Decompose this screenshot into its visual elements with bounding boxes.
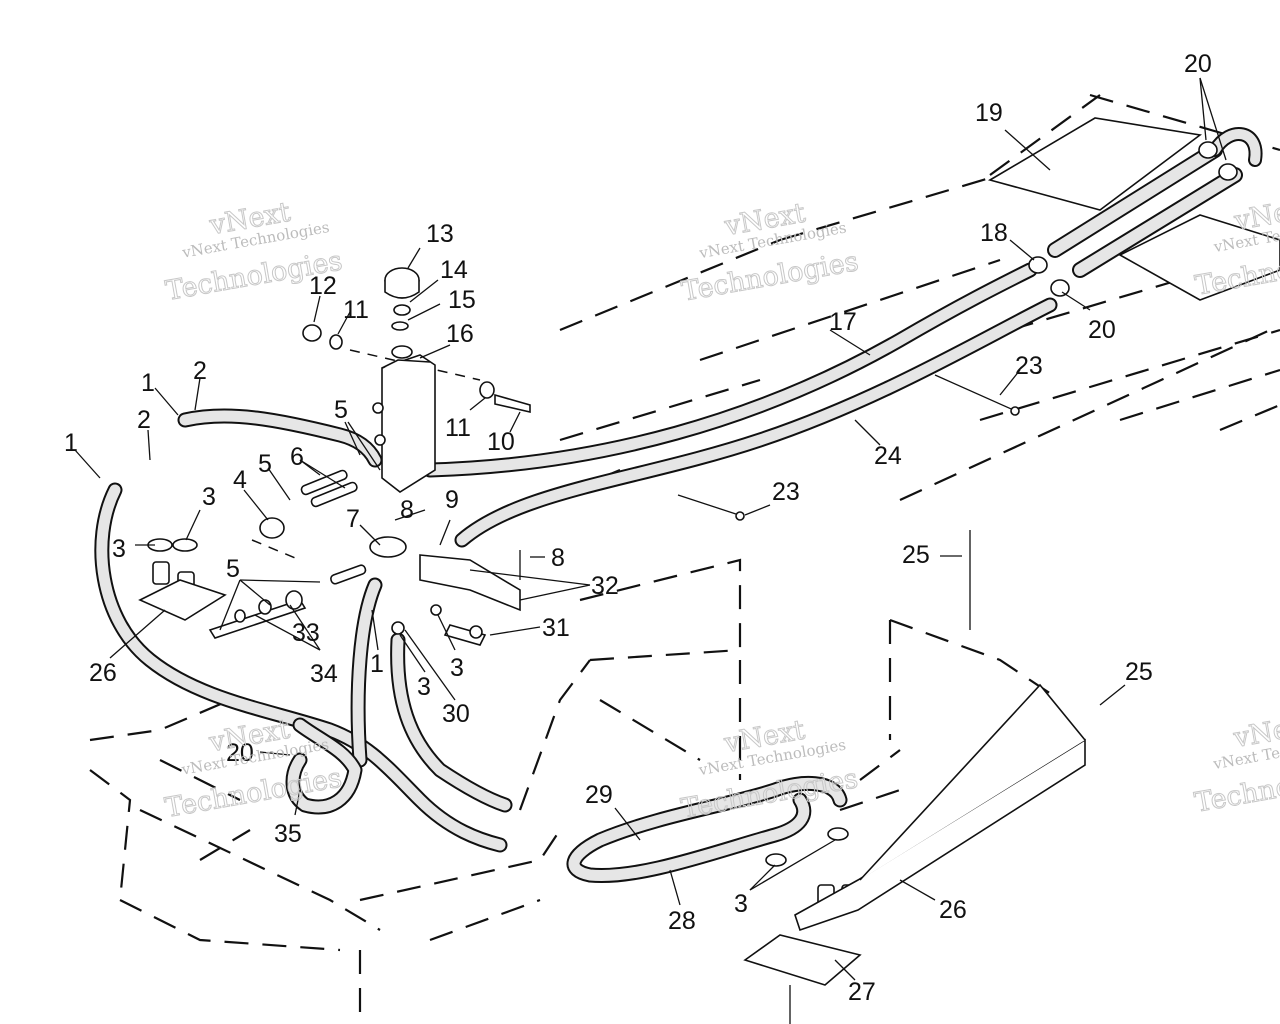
callout-23: 23 — [772, 478, 800, 506]
callout-26: 26 — [89, 659, 117, 687]
callout-11: 11 — [445, 414, 471, 442]
watermark-bottom-center: vNext vNext Technologies Technologies — [678, 714, 860, 825]
hose-set — [94, 127, 1263, 884]
callout-10: 10 — [487, 428, 515, 456]
callout-2: 2 — [137, 406, 151, 434]
callout-3: 3 — [450, 654, 464, 682]
oil-tank — [372, 267, 436, 493]
callout-6: 6 — [290, 443, 304, 471]
callout-7: 7 — [346, 505, 360, 533]
callout-5: 5 — [226, 555, 240, 583]
callout-2: 2 — [193, 357, 207, 385]
callout-16: 16 — [446, 320, 474, 348]
callout-3: 3 — [202, 483, 216, 511]
callout-3: 3 — [417, 673, 431, 701]
callout-15: 15 — [448, 286, 476, 314]
callout-20: 20 — [226, 739, 254, 767]
watermark-top-center: vNext vNext Technologies Technologies — [679, 197, 861, 308]
callout-17: 17 — [829, 308, 857, 336]
frame-outline — [89, 93, 1280, 1020]
callout-labels: 20 19 18 20 17 23 24 23 13 14 15 16 12 1… — [64, 50, 1212, 1006]
callout-28: 28 — [668, 907, 696, 935]
callout-20: 20 — [1088, 316, 1116, 344]
watermark-bottom-right: vNext vNext Technologies Technologies — [1192, 709, 1280, 819]
callout-1: 1 — [141, 369, 155, 397]
callout-5: 5 — [258, 450, 272, 478]
callout-5: 5 — [334, 396, 348, 424]
callout-3: 3 — [112, 535, 126, 563]
callout-34: 34 — [310, 660, 338, 688]
heat-exchanger-plate — [987, 117, 1280, 301]
callout-31: 31 — [542, 614, 570, 642]
callout-1: 1 — [370, 650, 384, 678]
fittings — [138, 141, 1238, 1024]
callout-4: 4 — [233, 466, 247, 494]
callout-27: 27 — [848, 978, 876, 1006]
callout-35: 35 — [274, 820, 302, 848]
callout-1: 1 — [64, 429, 78, 457]
callout-32: 32 — [591, 572, 619, 600]
callout-14: 14 — [440, 256, 468, 284]
callout-13: 13 — [426, 220, 454, 248]
callout-18: 18 — [980, 219, 1008, 247]
callout-11: 11 — [343, 296, 369, 324]
callout-8: 8 — [400, 496, 414, 524]
callout-26: 26 — [939, 896, 967, 924]
callout-19: 19 — [975, 99, 1003, 127]
callout-25: 25 — [1125, 658, 1153, 686]
callout-29: 29 — [585, 781, 613, 809]
callout-25: 25 — [902, 541, 930, 569]
callout-23: 23 — [1015, 352, 1043, 380]
callout-24: 24 — [874, 442, 902, 470]
leader-lines — [74, 77, 1227, 981]
callout-3: 3 — [734, 890, 748, 918]
callout-30: 30 — [442, 700, 470, 728]
callout-9: 9 — [445, 486, 459, 514]
callout-33: 33 — [292, 619, 320, 647]
callout-20: 20 — [1184, 50, 1212, 78]
callout-12: 12 — [309, 272, 337, 300]
callout-8: 8 — [551, 544, 565, 572]
